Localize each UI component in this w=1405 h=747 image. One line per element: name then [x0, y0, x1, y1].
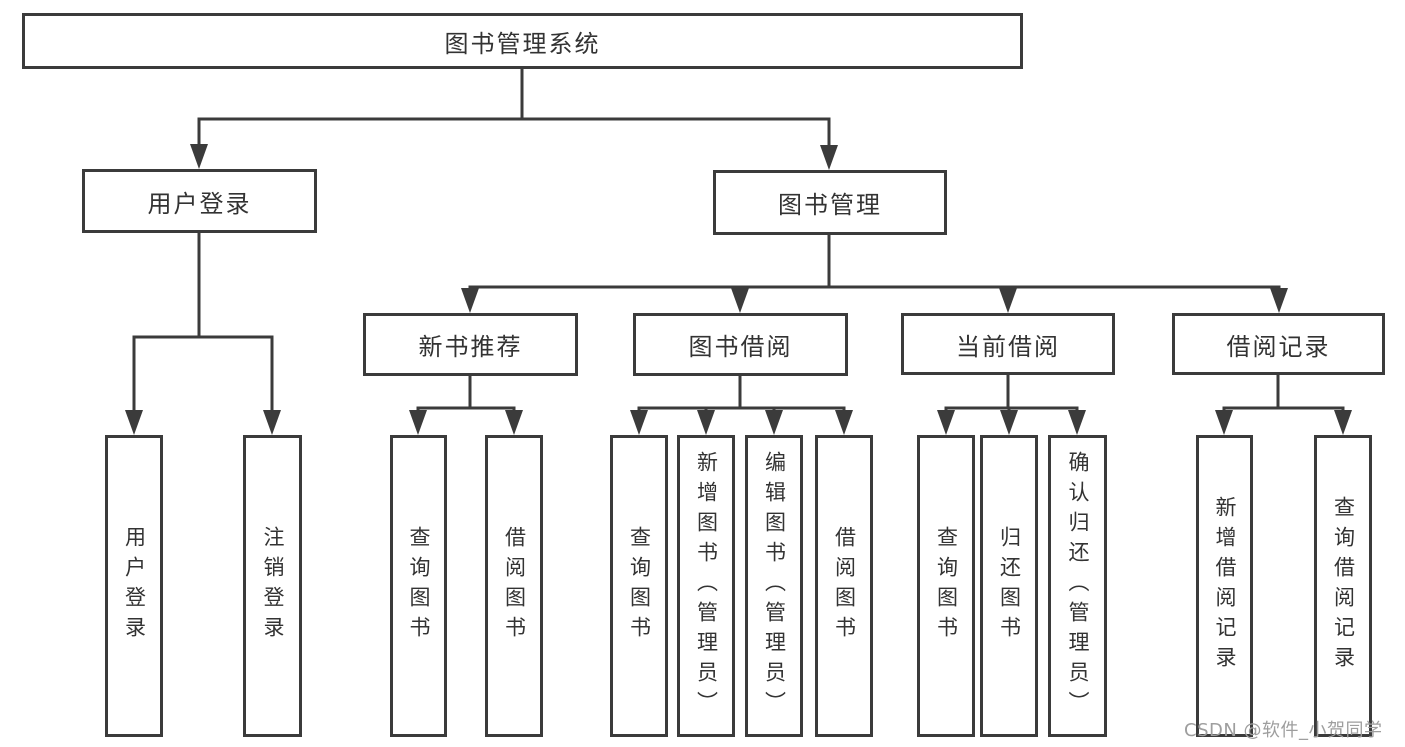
- leaf-current-confirm-return-admin: 确认归还（管理员）: [1048, 435, 1107, 737]
- leaf-user-login: 用户登录: [105, 435, 163, 737]
- node-user-login-branch: 用户登录: [82, 169, 317, 233]
- leaf-records-query-record: 查询借阅记录: [1314, 435, 1372, 737]
- leaf-records-add-record: 新增借阅记录: [1196, 435, 1253, 737]
- leaf-borrow-query-books: 查询图书: [610, 435, 668, 737]
- node-new-book-recommend: 新书推荐: [363, 313, 578, 376]
- leaf-current-return-books: 归还图书: [980, 435, 1038, 737]
- node-current-borrowing: 当前借阅: [901, 313, 1115, 375]
- leaf-current-query-books: 查询图书: [917, 435, 975, 737]
- csdn-watermark: CSDN @软件_小贺同学: [1184, 720, 1383, 741]
- node-book-borrowing: 图书借阅: [633, 313, 848, 376]
- node-book-management-branch: 图书管理: [713, 170, 947, 235]
- leaf-borrow-add-books-admin: 新增图书（管理员）: [677, 435, 735, 737]
- node-borrowing-records: 借阅记录: [1172, 313, 1385, 375]
- node-root-system: 图书管理系统: [22, 13, 1023, 69]
- leaf-logout: 注销登录: [243, 435, 302, 737]
- arrowheads: [125, 144, 1352, 435]
- leaf-borrow-borrow-books: 借阅图书: [815, 435, 873, 737]
- leaf-borrow-edit-books-admin: 编辑图书（管理员）: [745, 435, 803, 737]
- leaf-newbook-borrow-books: 借阅图书: [485, 435, 543, 737]
- leaf-newbook-query-books: 查询图书: [390, 435, 447, 737]
